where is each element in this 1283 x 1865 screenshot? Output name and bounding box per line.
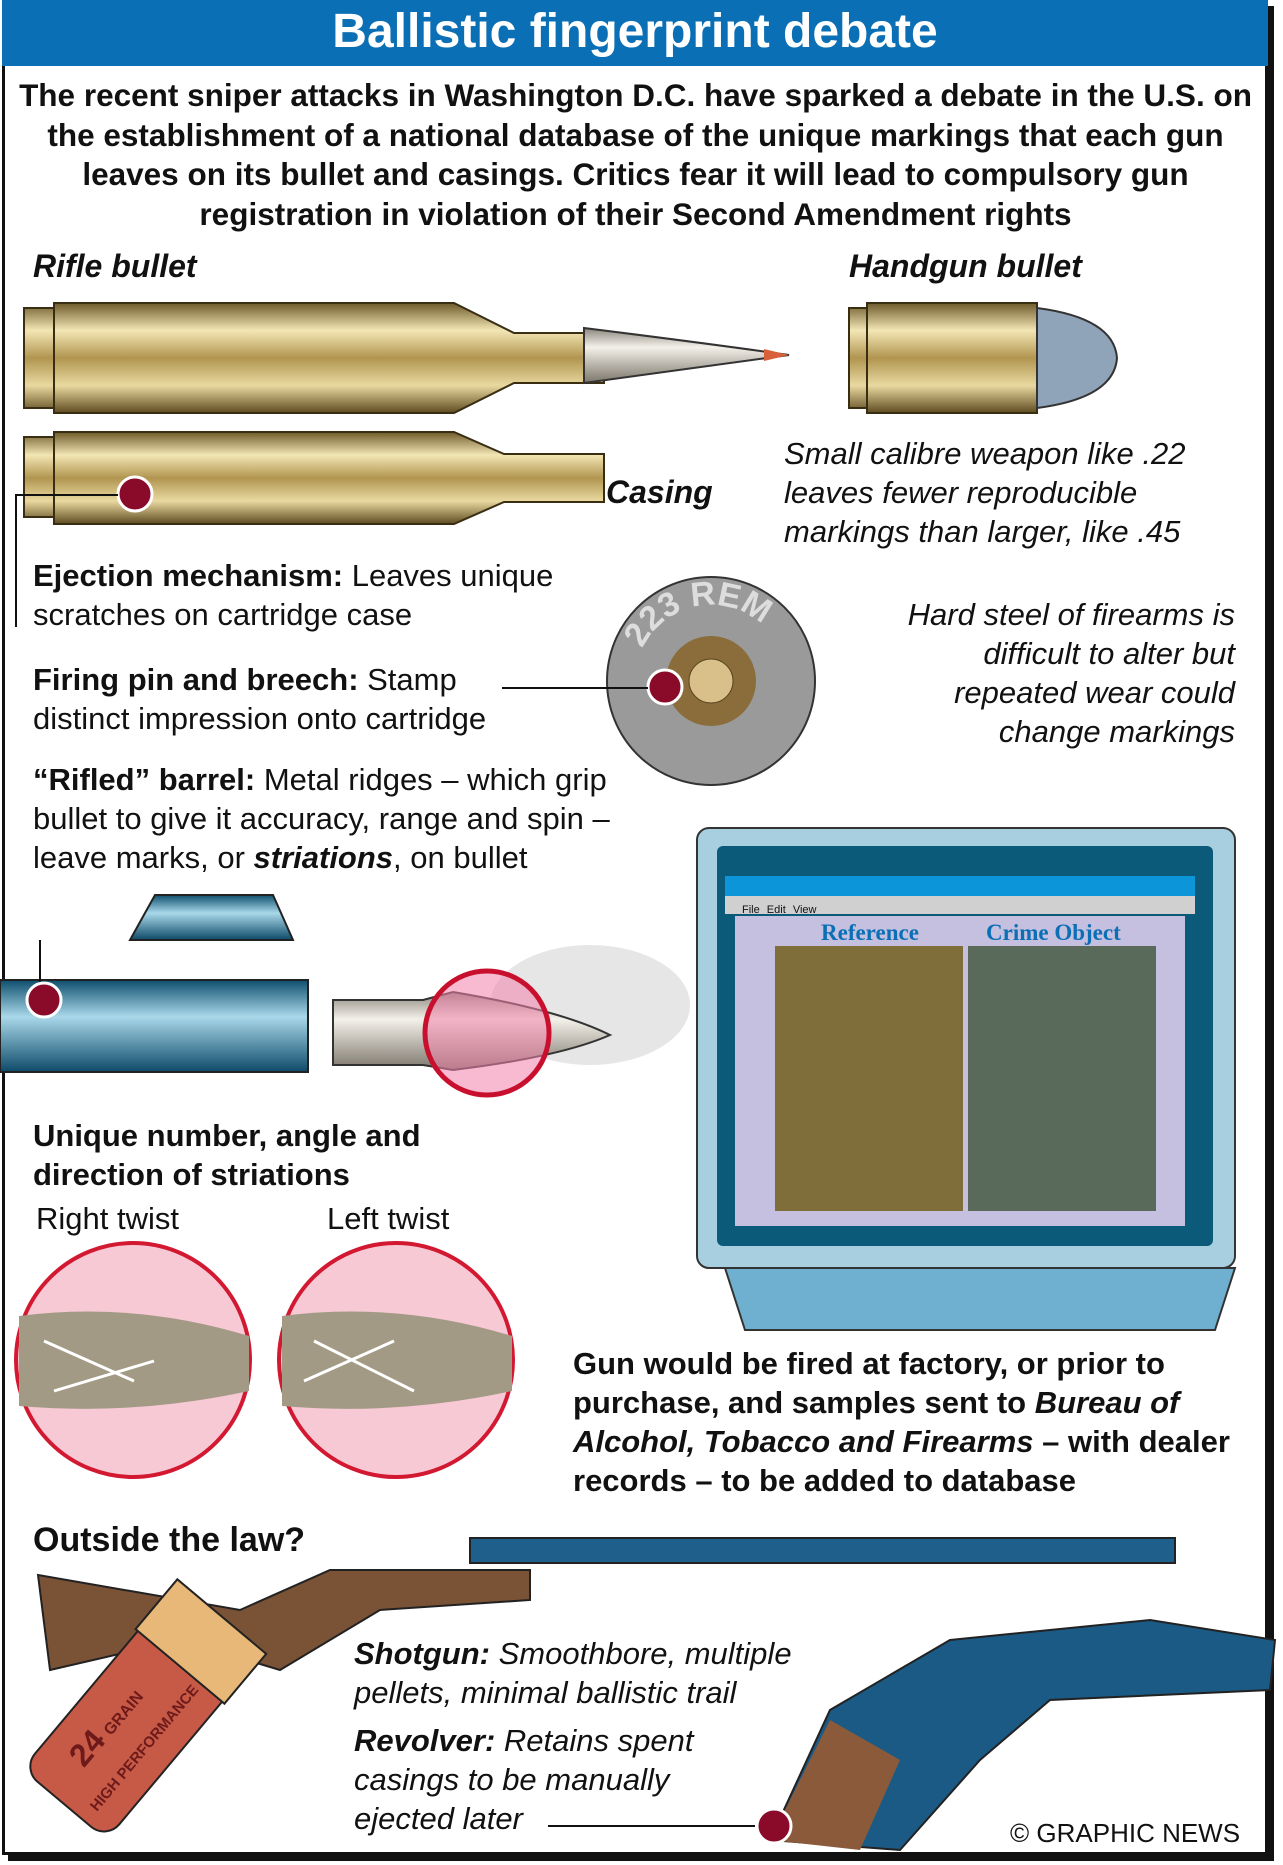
hard-steel-note: Hard steel of firearms is difficult to a… xyxy=(907,597,1235,749)
intro-text: The recent sniper attacks in Washington … xyxy=(19,77,1252,232)
firing-pin-leader-line xyxy=(502,687,648,689)
revolver-note: Revolver: Retains spent casings to be ma… xyxy=(354,1721,754,1838)
ejection-term: Ejection mechanism: xyxy=(33,558,344,593)
outside-law-heading: Outside the law? xyxy=(33,1521,306,1559)
right-twist-label: Right twist xyxy=(36,1201,179,1236)
menu-file[interactable]: File xyxy=(742,904,760,916)
barrel-illustration xyxy=(0,894,690,1098)
menu-view[interactable]: View xyxy=(792,904,817,916)
ejection-text: Leaves unique scratches on cartridge cas… xyxy=(33,558,554,632)
twist-diagrams xyxy=(14,1241,515,1479)
revolver-text: Retains spent casings to be manually eje… xyxy=(354,1723,694,1836)
page-title: Ballistic fingerprint debate xyxy=(2,0,1268,66)
marker-dot xyxy=(755,1807,793,1845)
small-calibre-note: Small calibre weapon like .22 leaves few… xyxy=(784,436,1186,549)
shotgun-text: Smoothbore, multiple pellets, minimal ba… xyxy=(354,1636,792,1710)
casing-label: Casing xyxy=(606,474,713,510)
casing-illustration xyxy=(23,431,605,525)
shotgun-term: Shotgun: xyxy=(354,1636,491,1671)
menu-edit[interactable]: Edit xyxy=(766,904,786,916)
crime-object-label: Crime Object xyxy=(986,920,1121,945)
atf-name: Bureau of Alcohol, Tobacco and Firearms xyxy=(573,1385,1180,1459)
factory-text-end: – with dealer records – to be added to d… xyxy=(573,1424,1230,1498)
rifled-text-end: , on bullet xyxy=(393,840,528,875)
rifle-bullet-label: Rifle bullet xyxy=(33,248,197,284)
factory-note: Gun would be fired at factory, or prior … xyxy=(573,1344,1263,1500)
shotgun-note: Shotgun: Smoothbore, multiple pellets, m… xyxy=(354,1634,854,1712)
revolver-term: Revolver: xyxy=(354,1723,496,1758)
firing-pin-text: Stamp distinct impression onto cartridge xyxy=(33,662,487,736)
firing-pin-term: Firing pin and breech: xyxy=(33,662,359,697)
rifle-bullet-illustration xyxy=(23,302,790,414)
cartridge-base-illustration: 223 REM xyxy=(606,574,816,786)
computer-monitor xyxy=(696,827,1237,1331)
left-twist-label: Left twist xyxy=(327,1201,450,1236)
handgun-bullet-illustration xyxy=(848,302,1119,414)
rifled-barrel-note: “Rifled” barrel: Metal ridges – which gr… xyxy=(33,760,683,877)
striations-heading: Unique number, angle and direction of st… xyxy=(33,1118,421,1192)
rifled-text: Metal ridges – which grip bullet to give… xyxy=(33,762,610,875)
credit: © GRAPHIC NEWS xyxy=(1010,1818,1241,1848)
rifled-term: “Rifled” barrel: xyxy=(33,762,256,797)
ejection-leader-line xyxy=(15,494,118,627)
factory-text: Gun would be fired at factory, or prior … xyxy=(573,1346,1165,1420)
firing-pin-note: Firing pin and breech: Stamp distinct im… xyxy=(33,660,553,738)
reference-label: Reference xyxy=(821,920,919,945)
guns-illustration: 24 GRAIN HIGH PERFORMANCE xyxy=(29,1537,1277,1852)
monitor-menu-bar: File Edit View xyxy=(742,904,816,916)
striations-em: striations xyxy=(253,840,394,875)
ejection-note: Ejection mechanism: Leaves unique scratc… xyxy=(33,556,613,634)
marker-dot xyxy=(646,668,684,706)
handgun-bullet-label: Handgun bullet xyxy=(849,248,1082,284)
marker-dot xyxy=(25,981,63,1019)
